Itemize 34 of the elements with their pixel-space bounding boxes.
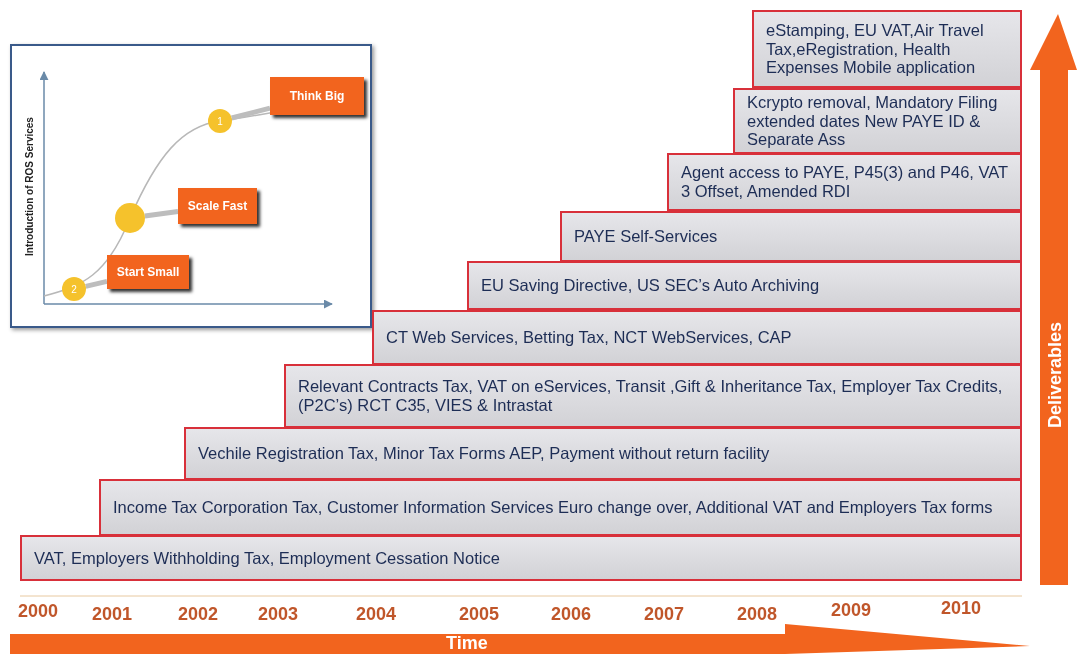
deliverable-step: CT Web Services, Betting Tax, NCT WebServices, CAP — [372, 310, 1022, 365]
stage-label: Start Small — [107, 255, 189, 289]
year-label: 2002 — [178, 604, 219, 625]
stage-label: Scale Fast — [178, 188, 257, 224]
leader-line — [231, 105, 271, 121]
year-label: 2010 — [941, 598, 982, 619]
deliverable-step: PAYE Self-Services — [560, 211, 1022, 262]
year-label: 2008 — [737, 604, 778, 625]
year-label: 2007 — [644, 604, 685, 625]
deliverable-step: Income Tax Corporation Tax, Customer Information Services Euro change over, Additional VAT and Employers Tax forms — [99, 479, 1022, 536]
year-label: 2006 — [551, 604, 592, 625]
axis-title: Deliverables — [1045, 321, 1066, 428]
axis-title: Time — [446, 633, 488, 654]
deliverable-step: Vechile Registration Tax, Minor Tax Forms AEP, Payment without return facility — [184, 427, 1022, 480]
year-label: 2004 — [356, 604, 397, 625]
stage-marker: 1 — [208, 109, 232, 133]
year-label: 2001 — [92, 604, 133, 625]
stage-label: Think Big — [270, 77, 364, 115]
axis-title: Introduction of ROS Services — [24, 117, 35, 256]
year-label: 2003 — [258, 604, 299, 625]
year-label: 2009 — [831, 600, 872, 621]
deliverable-step: Relevant Contracts Tax, VAT on eServices, Transit ,Gift & Inheritance Tax, Employer Tax Credits, (P2C’s) RCT C35, VIES & Intrastat — [284, 364, 1022, 428]
inset-chart-panel — [10, 44, 372, 328]
deliverable-step: Kcrypto removal, Mandatory Filing extended dates New PAYE ID & Separate Ass — [733, 88, 1022, 154]
deliverable-step: VAT, Employers Withholding Tax, Employment Cessation Notice — [20, 535, 1022, 581]
deliverable-step: eStamping, EU VAT,Air Travel Tax,eRegistration, Health Expenses Mobile application — [752, 10, 1022, 88]
year-label: 2000 — [18, 601, 59, 622]
leader-line — [144, 208, 179, 219]
stage-marker — [115, 203, 145, 233]
leader-line — [85, 279, 108, 289]
stage-marker: 2 — [62, 277, 86, 301]
deliverable-step: Agent access to PAYE, P45(3) and P46, VAT 3 Offset, Amended RDI — [667, 153, 1022, 211]
year-label: 2005 — [459, 604, 500, 625]
deliverable-step: EU Saving Directive, US SEC’s Auto Archiving — [467, 261, 1022, 310]
